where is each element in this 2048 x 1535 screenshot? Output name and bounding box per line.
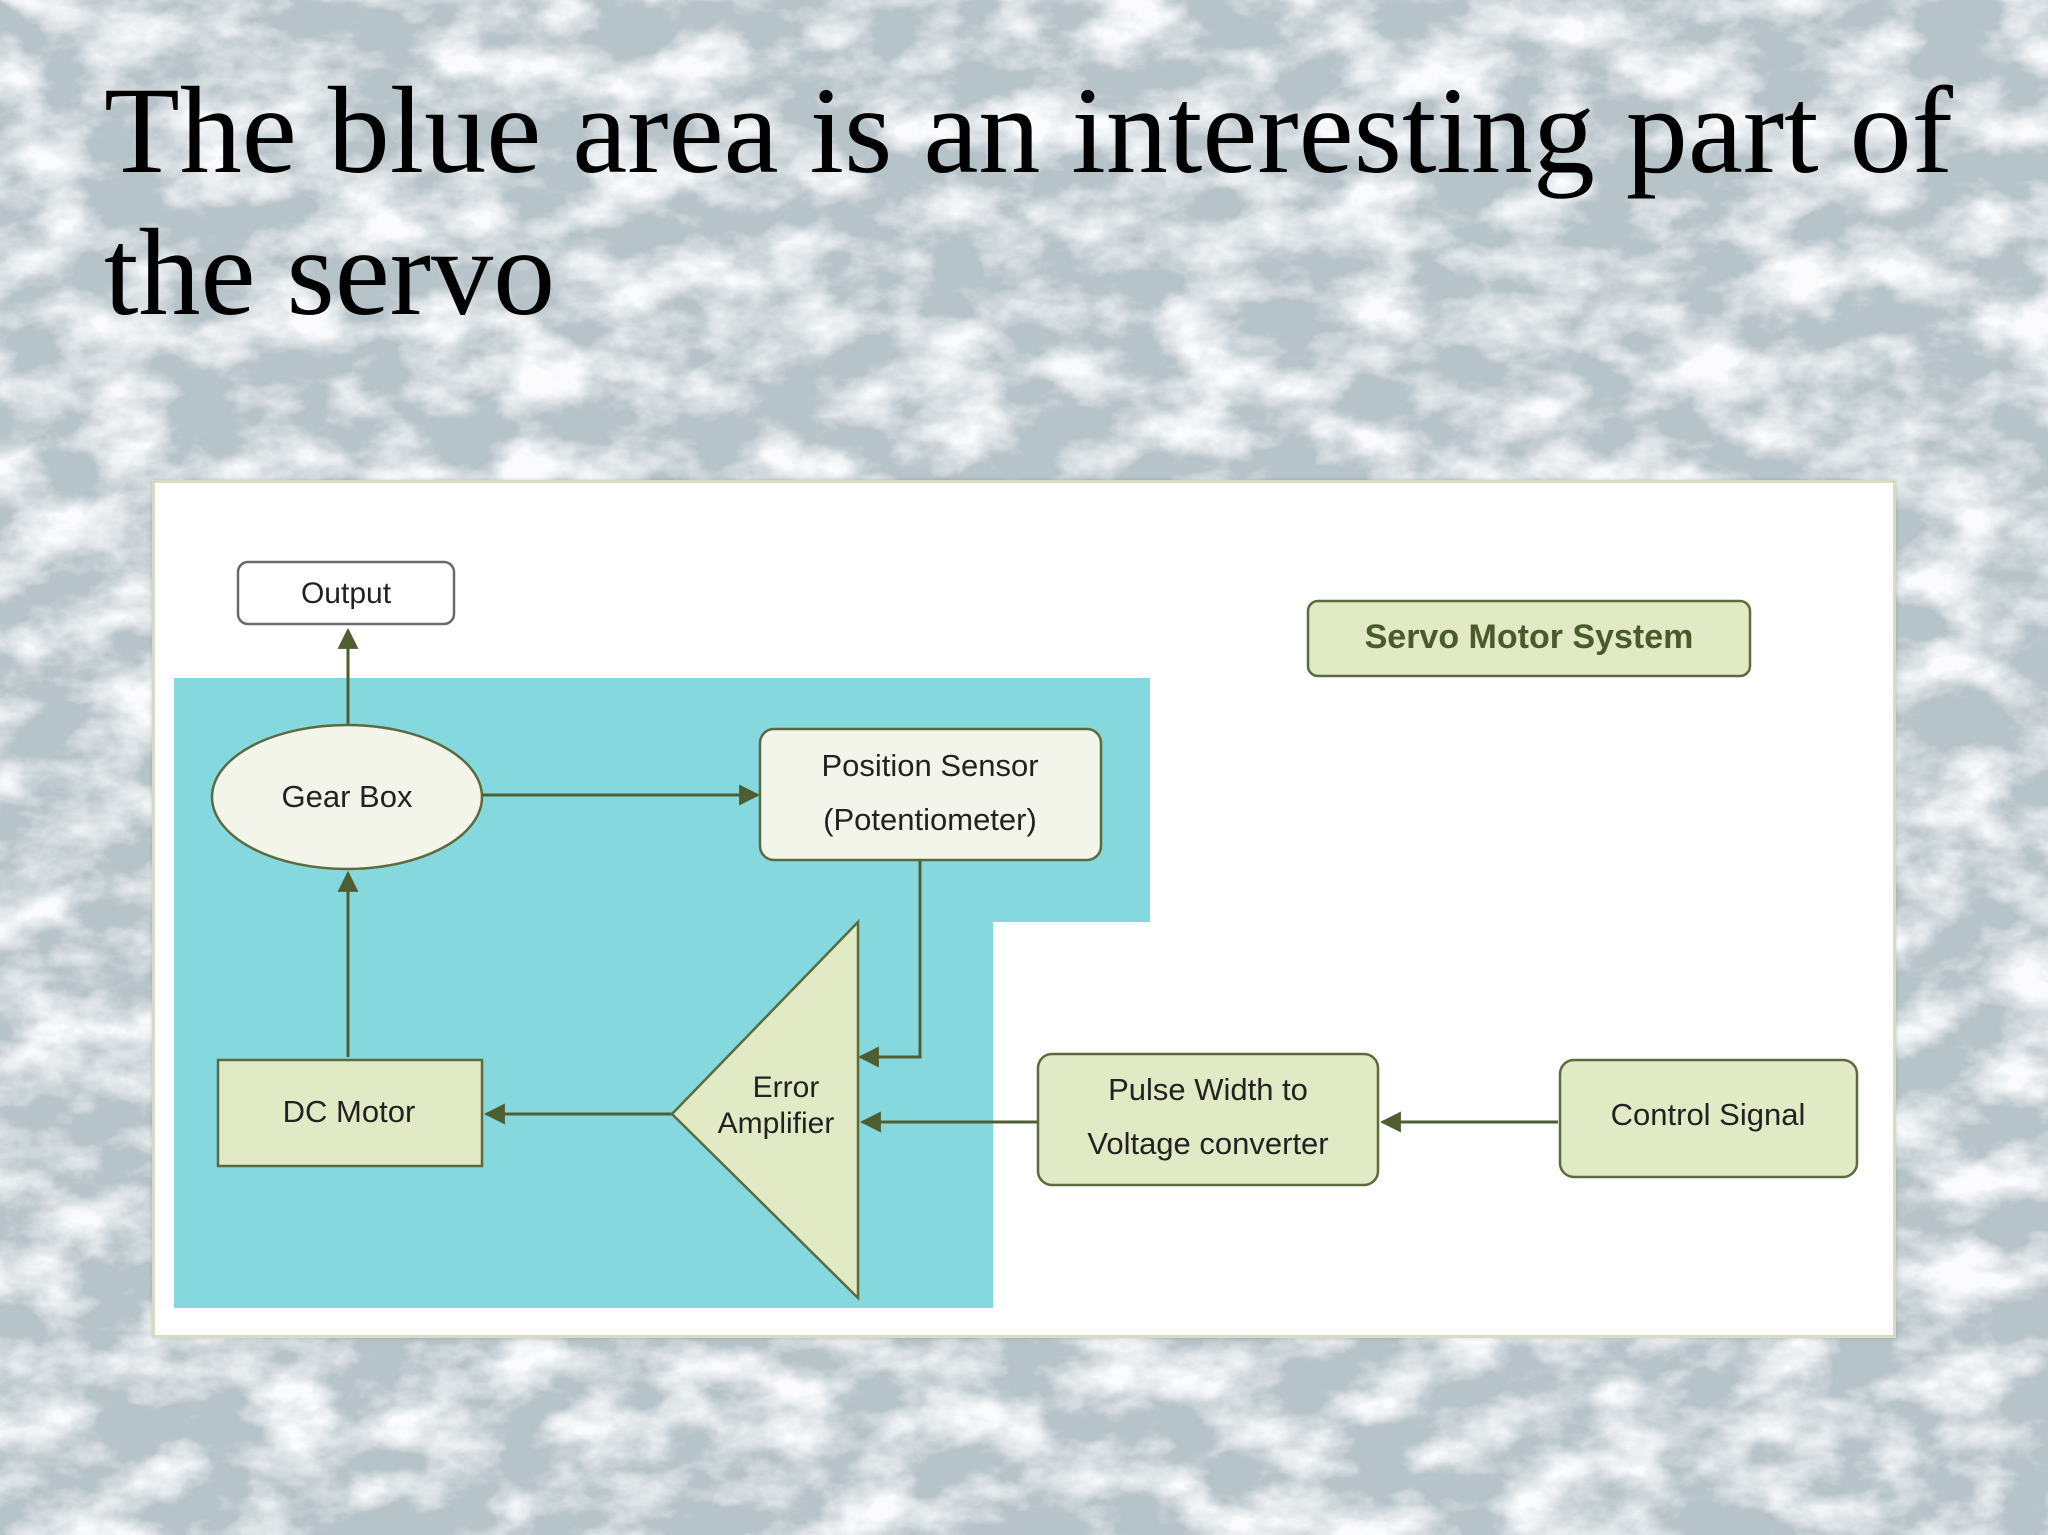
system-label: Servo Motor System <box>1365 618 1694 656</box>
error-amplifier-label-line2: Amplifier <box>718 1107 835 1140</box>
error-amplifier-label-line1: Error <box>753 1071 820 1104</box>
control-signal-node: Control Signal <box>1558 1058 1859 1179</box>
sensor-to-amplifier-arrow <box>857 860 922 1068</box>
slide-title: The blue area is an interesting part of … <box>104 62 1953 341</box>
pulse-width-label-line1: Pulse Width to <box>1108 1072 1308 1107</box>
control-signal-label: Control Signal <box>1611 1097 1806 1132</box>
gear-box-label: Gear Box <box>282 779 413 814</box>
dc-motor-label: DC Motor <box>283 1094 416 1129</box>
error-amplifier-node: Error Amplifier <box>670 918 860 1301</box>
system-label-box: Servo Motor System <box>1306 599 1752 678</box>
position-sensor-label-line1: Position Sensor <box>821 748 1038 783</box>
position-sensor-label-line2: (Potentiometer) <box>823 802 1037 837</box>
dc-motor-node: DC Motor <box>216 1058 484 1168</box>
position-sensor-node: Position Sensor (Potentiometer) <box>758 727 1103 862</box>
pulse-width-label-line2: Voltage converter <box>1087 1126 1328 1161</box>
output-label: Output <box>301 577 392 610</box>
gear-box-node: Gear Box <box>210 723 484 871</box>
pulse-width-converter-node: Pulse Width to Voltage converter <box>1036 1052 1380 1187</box>
output-node: Output <box>236 560 456 626</box>
